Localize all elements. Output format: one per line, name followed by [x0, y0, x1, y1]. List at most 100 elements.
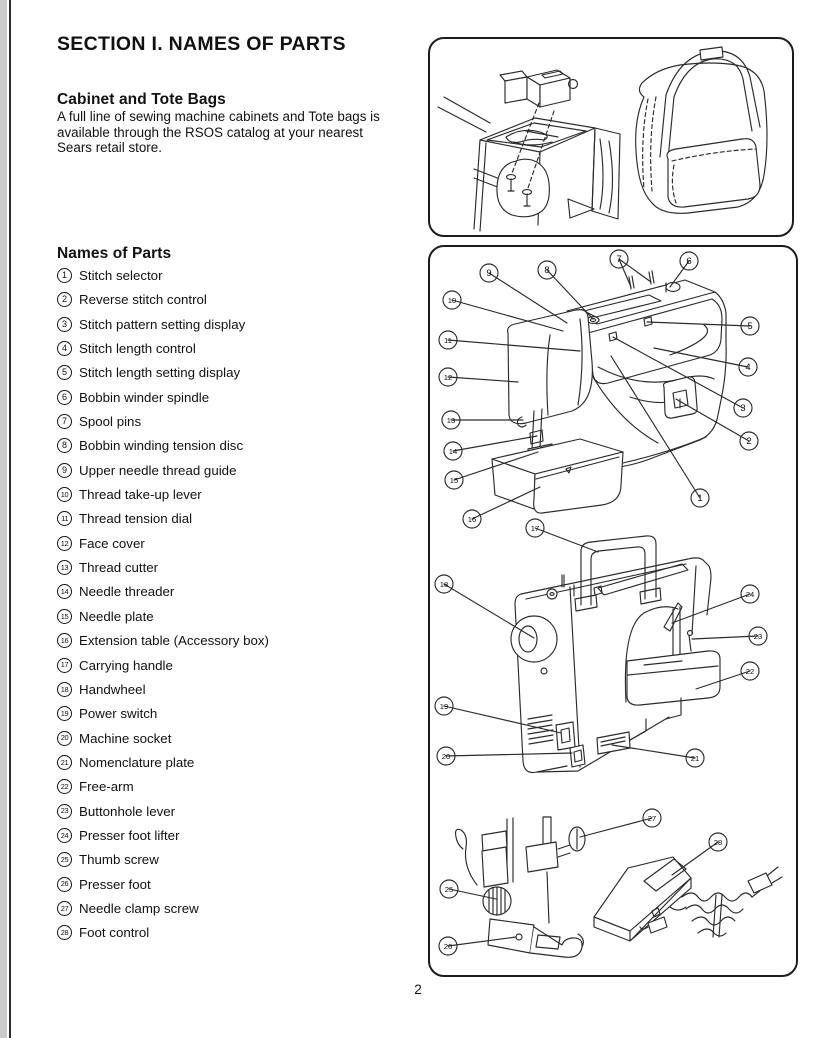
part-number-badge: 3	[57, 316, 72, 332]
part-label: Bobbin winder spindle	[79, 389, 210, 405]
callout-leader-line	[610, 355, 701, 499]
part-label: Needle clamp screw	[79, 900, 199, 916]
part-label: Face cover	[79, 535, 145, 551]
callout-number: 5	[747, 321, 752, 332]
callout-leader-line	[646, 321, 751, 327]
callout-number: 11	[444, 336, 452, 345]
part-item: 6 Bobbin winder spindle	[57, 389, 269, 405]
callout-number: 16	[468, 515, 476, 524]
callout-leader-line	[534, 527, 599, 553]
callout-circle-15	[444, 470, 464, 490]
callout-number: 8	[544, 265, 549, 276]
callout-number: 20	[442, 752, 450, 761]
part-item: 21 Nomenclature plate	[57, 754, 269, 770]
callout-leader-line	[453, 451, 539, 481]
callout-number: 19	[440, 702, 448, 711]
callout-circle-3	[733, 398, 753, 418]
callout-number: 24	[746, 590, 754, 599]
part-number-badge: 6	[57, 389, 72, 405]
callout-circle-7	[609, 249, 629, 269]
part-item: 9 Upper needle thread guide	[57, 462, 269, 478]
callout-circle-17	[525, 518, 545, 538]
callout-leader-line	[447, 339, 581, 352]
part-number-badge: 25	[57, 852, 72, 868]
part-number-badge: 24	[57, 827, 72, 843]
callout-circle-28	[708, 832, 728, 852]
part-number-badge: 12	[57, 535, 72, 551]
callout-number: 25	[445, 885, 453, 894]
callout-number: 18	[440, 580, 448, 589]
part-number-badge: 20	[57, 730, 72, 746]
part-label: Upper needle thread guide	[79, 462, 237, 478]
part-label: Extension table (Accessory box)	[79, 633, 269, 649]
callout-leader-line	[447, 936, 517, 947]
part-number-badge: 5	[57, 365, 72, 381]
callout-leader-line	[691, 635, 759, 640]
callout-leader-line	[653, 347, 749, 368]
scan-edge-strip	[0, 0, 7, 1038]
machine-figure: 9876105114123132141511617182423221920212…	[434, 249, 783, 958]
callout-number: 6	[686, 256, 691, 267]
part-item: 12 Face cover	[57, 535, 269, 551]
callout-number: 10	[448, 296, 456, 305]
callout-leader-line	[618, 258, 652, 283]
callout-leader-line	[612, 336, 744, 409]
part-number-badge: 9	[57, 462, 72, 478]
part-label: Nomenclature plate	[79, 754, 195, 770]
part-label: Carrying handle	[79, 657, 173, 673]
callout-circle-25	[439, 879, 459, 899]
part-item: 13 Thread cutter	[57, 560, 269, 576]
callout-leader-line	[443, 583, 535, 639]
callout-circle-4	[738, 357, 758, 377]
part-number-badge: 28	[57, 925, 72, 941]
part-label: Thumb screw	[79, 852, 159, 868]
callout-leader-line	[443, 705, 562, 734]
machine-front-view	[491, 270, 727, 514]
callout-leader-line	[488, 272, 568, 324]
callout-circle-26	[438, 936, 458, 956]
callout-number: 23	[754, 632, 762, 641]
part-label: Needle threader	[79, 584, 175, 600]
accessories-view	[454, 816, 783, 958]
callout-leader-line	[448, 888, 497, 900]
callout-leader-line	[669, 260, 690, 288]
part-number-badge: 22	[57, 779, 72, 795]
part-number-badge: 7	[57, 414, 72, 430]
part-number-badge: 21	[57, 754, 72, 770]
callout-circle-22	[740, 661, 760, 681]
callout-leader-line	[471, 486, 541, 520]
callout-number: 21	[691, 754, 699, 763]
part-label: Thread cutter	[79, 560, 159, 576]
callout-number: 13	[447, 416, 455, 425]
callout-circle-13	[441, 410, 461, 430]
part-number-badge: 18	[57, 681, 72, 697]
part-label: Reverse stitch control	[79, 292, 207, 308]
parts-section-heading: Names of Parts	[57, 245, 172, 262]
part-number-badge: 13	[57, 560, 72, 576]
callout-number: 9	[486, 268, 491, 279]
part-number-badge: 16	[57, 633, 72, 649]
part-number-badge: 8	[57, 438, 72, 454]
part-label: Thread take-up lever	[79, 487, 202, 503]
part-label: Stitch selector	[79, 268, 163, 283]
part-number-badge: 27	[57, 900, 72, 916]
page-number: 2	[414, 982, 422, 997]
callout-circle-19	[434, 696, 454, 716]
part-number-badge: 23	[57, 803, 72, 819]
